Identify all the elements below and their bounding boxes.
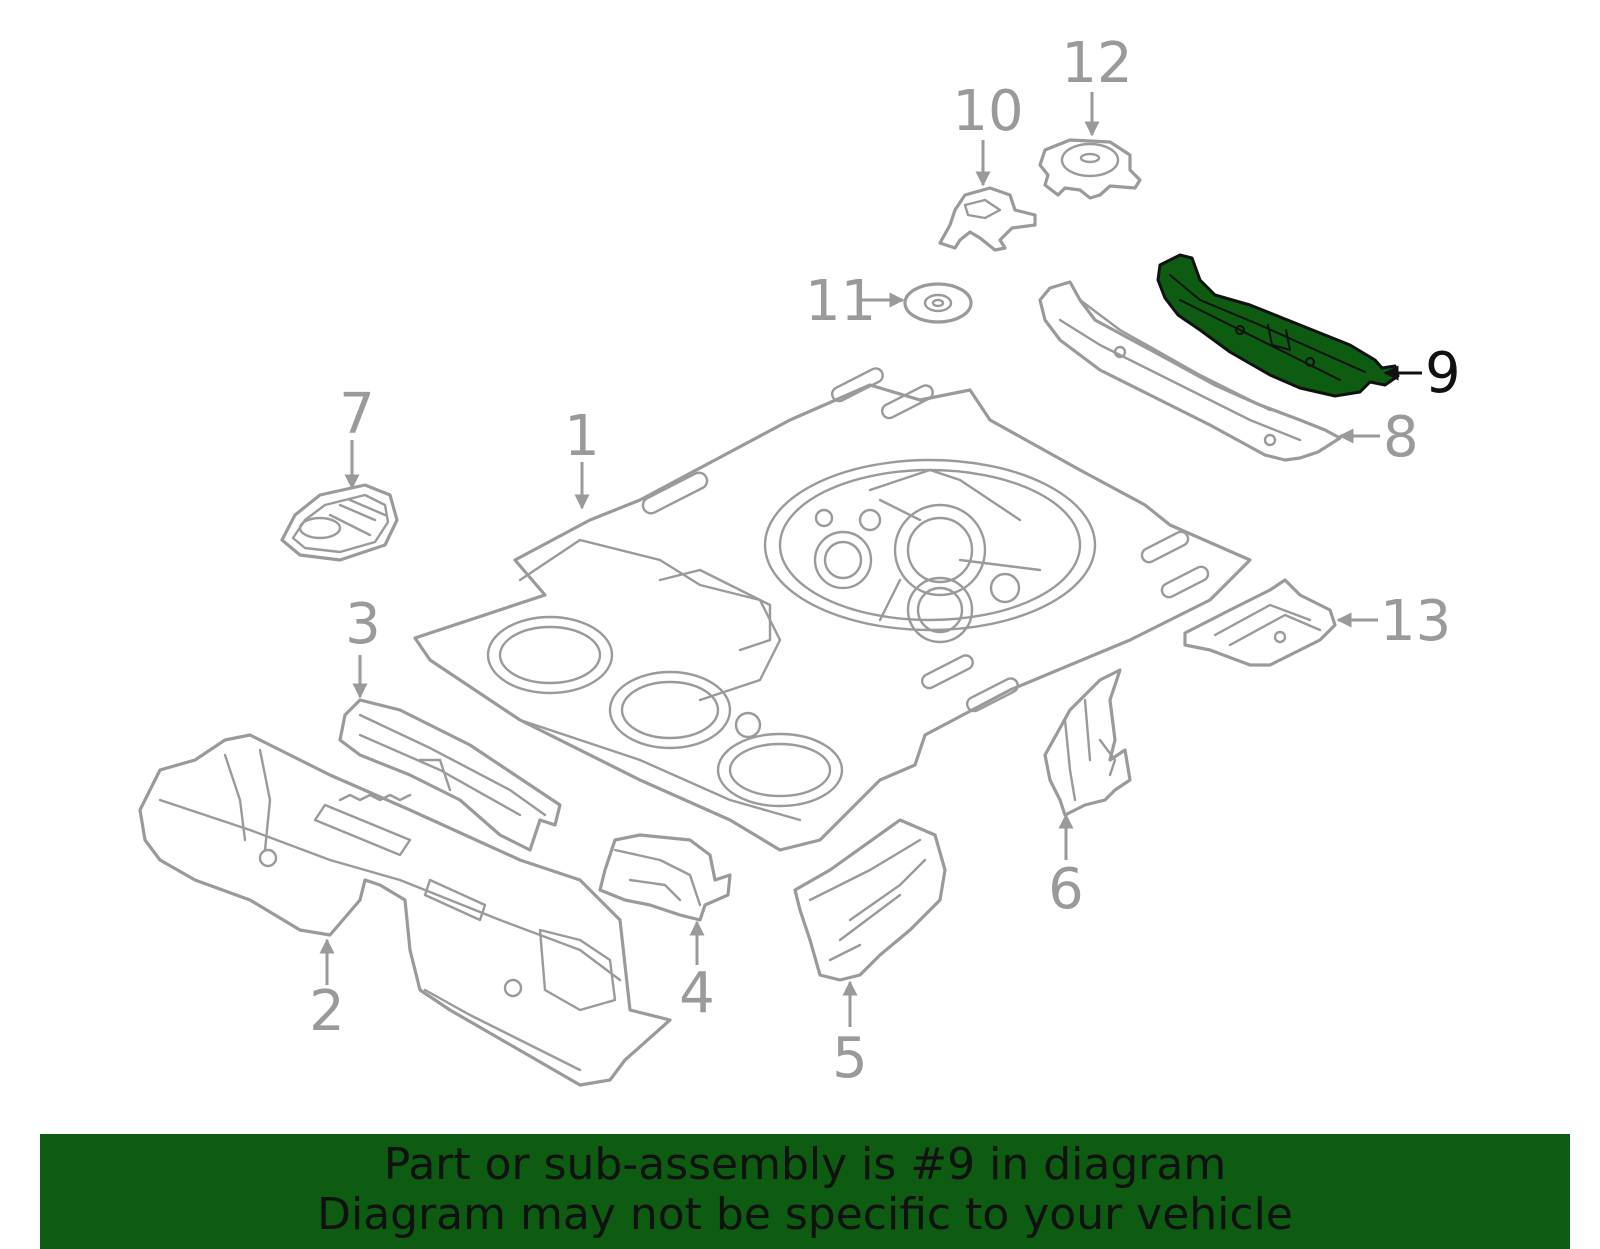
info-banner: Part or sub-assembly is #9 in diagram Di… [40,1134,1570,1249]
part-4-bracket [598,833,732,922]
callout-11[interactable]: 11 [805,269,876,334]
part-5-extension [793,818,947,982]
callout-6[interactable]: 6 [1048,857,1084,922]
part-10-bracket [938,186,1037,252]
callout-9[interactable]: 9 [1425,341,1461,406]
part-11-grommet [903,282,973,324]
part-7-cover [280,483,399,562]
part-9-reinforcement [1156,253,1400,398]
callout-10[interactable]: 10 [952,79,1023,144]
callout-4[interactable]: 4 [679,961,715,1026]
callout-8[interactable]: 8 [1383,405,1419,470]
banner-line-1: Part or sub-assembly is #9 in diagram [383,1139,1227,1190]
callout-1[interactable]: 1 [564,404,600,469]
parts-diagram: 1 2 3 4 5 6 7 8 9 10 11 12 13 [138,31,1461,1091]
part-1-rear-floor-pan [413,367,1252,852]
callout-labels: 1 2 3 4 5 6 7 8 9 10 11 12 13 [309,31,1460,1091]
part-13-plate [1183,578,1337,667]
callout-7[interactable]: 7 [339,382,375,447]
callout-13[interactable]: 13 [1380,589,1451,654]
banner-line-2: Diagram may not be specific to your vehi… [317,1189,1293,1240]
callout-leaders [319,92,1422,1027]
part-2-cross-member [138,733,672,1087]
callout-5[interactable]: 5 [832,1026,868,1091]
callout-12[interactable]: 12 [1061,31,1132,96]
part-3-bracket [338,698,562,852]
callout-3[interactable]: 3 [345,592,381,657]
callout-2[interactable]: 2 [309,979,345,1044]
part-12-mount [1038,138,1142,200]
part-6-bracket [1043,668,1132,817]
